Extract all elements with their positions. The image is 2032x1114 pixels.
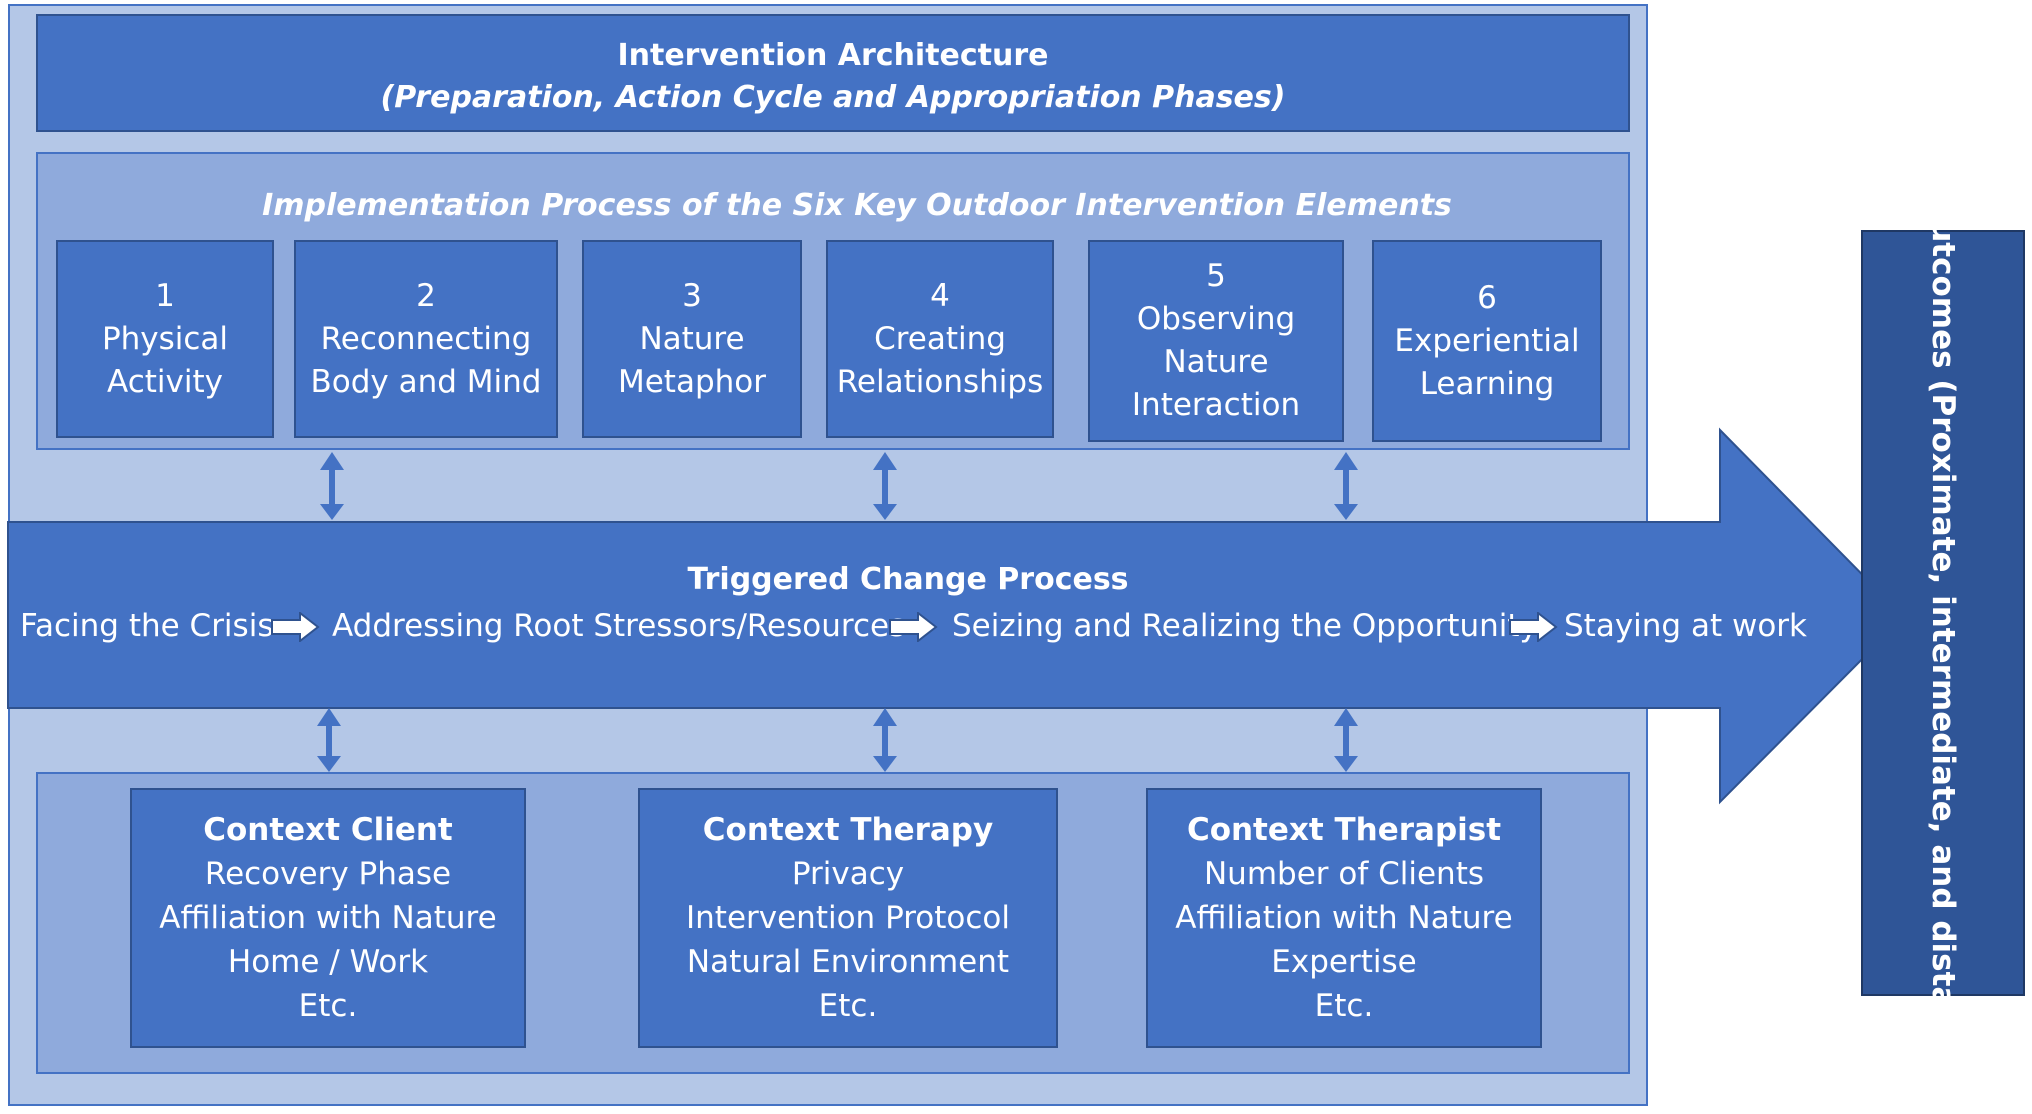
context-item: Etc. xyxy=(1314,988,1374,1024)
double-arrow-icon xyxy=(1334,452,1358,520)
element-label-line: Activity xyxy=(107,363,223,400)
context-therapy-box: Context Therapy Privacy Intervention Pro… xyxy=(638,788,1058,1048)
step-arrow-icon xyxy=(1509,612,1558,642)
change-arrow-shape xyxy=(7,427,1906,805)
element-box-2: 2 Reconnecting Body and Mind xyxy=(294,240,558,438)
double-arrow-icon xyxy=(317,708,341,772)
element-label-line: Metaphor xyxy=(617,363,766,400)
context-item: Etc. xyxy=(298,988,358,1024)
context-item: Intervention Protocol xyxy=(686,900,1010,936)
element-label-line: Physical xyxy=(101,320,229,357)
element-label-line: Reconnecting xyxy=(320,320,532,357)
element-box-3: 3 Nature Metaphor xyxy=(582,240,802,438)
element-label-line: Creating xyxy=(874,320,1006,357)
element-box-1: 1 Physical Activity xyxy=(56,240,274,438)
element-label-line: Nature xyxy=(1163,344,1269,380)
change-step-1: Facing the Crisis xyxy=(20,608,274,644)
intervention-architecture-box: Intervention Architecture (Preparation, … xyxy=(36,14,1630,132)
context-item: Affiliation with Nature xyxy=(1175,900,1513,936)
element-number: 1 xyxy=(155,277,175,314)
double-arrow-icon xyxy=(320,452,344,520)
context-item: Natural Environment xyxy=(686,944,1010,980)
context-title: Context Therapist xyxy=(1186,812,1502,848)
context-item: Privacy xyxy=(791,856,905,892)
element-label-line: Nature xyxy=(639,320,745,357)
element-number: 6 xyxy=(1477,279,1497,316)
architecture-subtitle: (Preparation, Action Cycle and Appropria… xyxy=(380,80,1286,115)
element-box-4: 4 Creating Relationships xyxy=(826,240,1054,438)
context-item: Recovery Phase xyxy=(204,856,452,892)
context-item: Expertise xyxy=(1271,944,1417,980)
outcomes-label: Outcomes (Proximate, intermediate, and d… xyxy=(1925,193,1961,1033)
element-label-line: Experiential xyxy=(1394,322,1580,359)
architecture-title: Intervention Architecture xyxy=(617,38,1049,73)
double-arrow-icon xyxy=(873,452,897,520)
change-step-4: Staying at work xyxy=(1564,608,1807,644)
context-item: Number of Clients xyxy=(1203,856,1484,892)
element-label-line: Interaction xyxy=(1131,387,1301,423)
change-step-2: Addressing Root Stressors/Resources xyxy=(332,608,906,644)
double-arrow-icon xyxy=(873,708,897,772)
element-number: 3 xyxy=(682,277,702,314)
connector-arrows xyxy=(317,452,1358,772)
implementation-title: Implementation Process of the Six Key Ou… xyxy=(262,188,1452,223)
double-arrow-icon xyxy=(1334,708,1358,772)
element-label-line: Observing xyxy=(1136,301,1296,337)
element-label-line: Relationships xyxy=(836,363,1044,400)
element-label-line: Learning xyxy=(1419,365,1555,402)
element-box-6: 6 Experiential Learning xyxy=(1372,240,1602,442)
change-step-3: Seizing and Realizing the Opportunity xyxy=(952,608,1538,644)
context-title: Context Client xyxy=(203,812,453,848)
element-box-5: 5 Observing Nature Interaction xyxy=(1088,240,1344,442)
change-process-title: Triggered Change Process xyxy=(687,562,1129,597)
context-item: Affiliation with Nature xyxy=(159,900,497,936)
context-item: Etc. xyxy=(818,988,878,1024)
step-arrow-icon xyxy=(889,612,938,642)
context-therapist-box: Context Therapist Number of Clients Affi… xyxy=(1146,788,1542,1048)
change-steps-row: Facing the Crisis Addressing Root Stress… xyxy=(20,602,1920,650)
step-arrow-icon xyxy=(271,612,320,642)
element-number: 5 xyxy=(1206,258,1226,294)
outcomes-box: Outcomes (Proximate, intermediate, and d… xyxy=(1861,194,2025,1032)
context-item: Home / Work xyxy=(227,944,429,980)
context-title: Context Therapy xyxy=(702,812,994,848)
element-number: 4 xyxy=(930,277,950,314)
element-number: 2 xyxy=(416,277,436,314)
context-client-box: Context Client Recovery Phase Affiliatio… xyxy=(130,788,526,1048)
element-label-line: Body and Mind xyxy=(310,363,542,400)
